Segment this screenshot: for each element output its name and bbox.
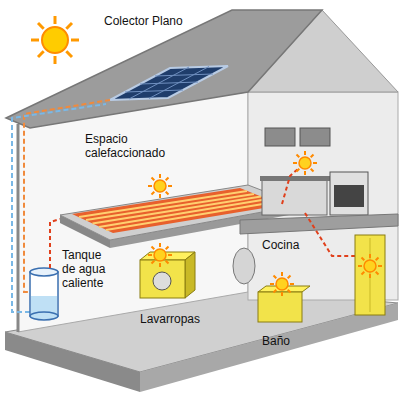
roof [6, 10, 322, 128]
label-holder: Baño [262, 334, 290, 348]
sun-rays [31, 16, 79, 64]
collector-panel [110, 66, 228, 100]
part-label: Cocina [262, 238, 299, 252]
part-label: Espacio calefaccionado [85, 132, 180, 160]
tank-top [30, 268, 58, 276]
wall-cabinet [265, 128, 295, 146]
washing-machine [140, 252, 195, 298]
collector-grid [125, 67, 213, 100]
sun-disc [42, 27, 68, 53]
part-label: Tanque de agua caliente [62, 248, 118, 290]
heat-icon [270, 272, 294, 296]
stove [330, 172, 368, 215]
label-holder: Lavarropas [140, 312, 200, 326]
heat-icon [358, 254, 382, 278]
washer-side [185, 252, 195, 298]
oven-window [334, 185, 364, 207]
counter [262, 180, 327, 215]
shower [355, 235, 385, 315]
part-label: Colector Plano [104, 14, 183, 28]
bathroom [233, 235, 385, 322]
heat-line [50, 218, 64, 268]
vanity [258, 292, 302, 322]
countertop [260, 176, 330, 181]
heat-icon [293, 151, 317, 175]
heat-icon [148, 174, 172, 198]
label-holder: Cocina [262, 238, 299, 252]
side-wall [248, 92, 398, 300]
mirror [233, 248, 255, 284]
tank-body [30, 272, 58, 316]
heat-line [282, 168, 299, 204]
label-holder: Espacio calefaccionado [85, 132, 180, 160]
washer-front [140, 260, 185, 298]
kitchen-floor [240, 214, 398, 234]
heat-icon [148, 243, 172, 267]
tank-bottom [30, 312, 58, 320]
part-label: Baño [262, 334, 290, 348]
wall-cabinet [300, 128, 330, 146]
hot-water-tank [30, 268, 58, 320]
label-holder: Colector Plano [104, 14, 183, 28]
label-holder: Tanque de agua caliente [62, 248, 118, 290]
flat-collector [110, 66, 228, 100]
heat-icons [148, 151, 382, 296]
outer-wall [17, 124, 20, 332]
kitchen [240, 128, 398, 234]
sun [31, 16, 79, 64]
part-label: Lavarropas [140, 312, 200, 326]
floor-edge [5, 332, 140, 392]
washer-door [153, 272, 171, 290]
heat-line [305, 213, 362, 256]
